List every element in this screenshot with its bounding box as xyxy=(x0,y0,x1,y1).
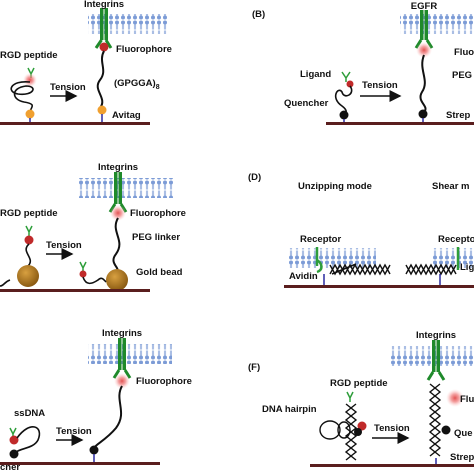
rgd-peptide-label-f: RGD peptide xyxy=(330,378,388,389)
fluorophore-glow xyxy=(23,73,37,87)
rgd-ligand-icon xyxy=(346,391,354,402)
surface xyxy=(284,285,474,288)
fluorophore-glow xyxy=(446,389,464,407)
panel-f-label: (F) xyxy=(248,362,260,373)
panel-b: (B) EGFR Fluo PEG Strep Ligand Quencher … xyxy=(252,1,474,125)
gpgga-linker xyxy=(96,50,105,109)
integrin-icon xyxy=(426,340,446,381)
surface xyxy=(0,289,150,292)
quencher-icon xyxy=(441,425,451,435)
surface xyxy=(0,462,160,465)
fluorophore-icon xyxy=(346,80,354,88)
fluorophore-icon xyxy=(9,435,19,445)
integrins-label: Integrins xyxy=(84,0,124,10)
dna-hairpin-label: DNA hairpin xyxy=(262,404,317,415)
cell-membrane xyxy=(432,248,474,268)
surface xyxy=(0,122,150,125)
quencher-label: Quencher xyxy=(284,98,329,109)
avitag-label: Avitag xyxy=(112,110,141,121)
shear-mode-label: Shear m xyxy=(432,181,470,192)
ligand-icon xyxy=(341,71,351,82)
panel-d: (D) Unzipping mode Shear m Receptor Avid… xyxy=(248,172,474,288)
panel-f: (F) Integrins Flu Que Strep RGD peptide … xyxy=(248,330,474,467)
integrins-label: Integrins xyxy=(98,162,138,173)
receptor-icon xyxy=(315,247,323,274)
integrin-icon xyxy=(94,8,113,49)
quencher-icon xyxy=(89,445,99,455)
tension-label: Tension xyxy=(50,82,86,93)
receptor-label: Receptor xyxy=(300,234,341,245)
quencher-icon xyxy=(9,449,19,459)
fluorophore-glow xyxy=(416,42,432,58)
fluorophore-label: Fluorophore xyxy=(116,44,172,55)
cell-membrane xyxy=(78,178,174,198)
quencher-icon xyxy=(339,110,349,120)
peg-label: PEG xyxy=(452,70,472,81)
peg-linker xyxy=(419,54,427,113)
ligand-label-cut: Lig xyxy=(460,262,474,273)
fluorophore-label-cut: Fluo xyxy=(454,47,474,58)
folded-linker xyxy=(10,81,34,113)
surface xyxy=(326,122,474,125)
fluorophore-icon xyxy=(99,42,109,52)
tension-label: Tension xyxy=(374,423,410,434)
peg-linker xyxy=(112,217,121,273)
ssdna-strand xyxy=(93,385,123,449)
strep-label: Strep xyxy=(450,452,474,463)
integrins-label: Integrins xyxy=(416,330,456,341)
tension-label: Tension xyxy=(46,240,82,251)
rgd-peptide-label-a: RGD peptide xyxy=(0,50,58,61)
egfr-label: EGFR xyxy=(411,1,438,12)
ligand-label: Ligand xyxy=(300,69,331,80)
gold-bead-icon xyxy=(106,269,128,291)
avitag-icon-folded xyxy=(25,109,35,119)
cell-membrane xyxy=(88,344,172,364)
quencher-label-cut: Que xyxy=(454,428,472,439)
gold-bead-icon xyxy=(17,265,39,287)
ssdna-label: ssDNA xyxy=(14,408,45,419)
panel-b-label: (B) xyxy=(252,9,265,20)
panel-a: Integrins Fluorophore (GPGGA)8 Avitag RG… xyxy=(0,0,172,125)
rgd-peptide-label-c: RGD peptide xyxy=(0,208,58,219)
tension-label: Tension xyxy=(362,80,398,91)
unzipping-mode-label: Unzipping mode xyxy=(298,181,372,192)
fluorophore-icon xyxy=(24,235,34,245)
panel-e: Integrins Fluorophore ssDNA cher Tension xyxy=(0,328,192,473)
fluorophore-icon xyxy=(357,421,367,431)
fluorophore-glow xyxy=(114,373,130,389)
panel-c: Integrins Fluorophore PEG linker Gold be… xyxy=(0,162,186,292)
surface xyxy=(310,464,474,467)
peg-linker-label: PEG linker xyxy=(132,232,180,243)
fluorophore-label: Fluorophore xyxy=(136,376,192,387)
cell-membrane xyxy=(400,14,474,34)
fluorophore-label: Fluorophore xyxy=(130,208,186,219)
receptor-label-cut: Recepto xyxy=(438,234,474,245)
quencher-icon xyxy=(354,428,362,436)
gpgga-label: (GPGGA)8 xyxy=(114,78,160,91)
cell-membrane xyxy=(288,248,376,268)
integrin-icon xyxy=(112,338,132,379)
dna-duplex xyxy=(329,263,391,276)
gold-bead-label: Gold bead xyxy=(136,267,183,278)
fluorophore-glow xyxy=(110,205,126,221)
avidin-label: Avidin xyxy=(289,271,318,282)
quencher-label-cut: cher xyxy=(0,462,20,473)
fluorophore-label-cut: Flu xyxy=(460,394,474,405)
rgd-ligand-icon xyxy=(25,225,33,236)
quencher-icon xyxy=(418,109,428,119)
avitag-icon xyxy=(97,105,107,115)
panel-d-label: (D) xyxy=(248,172,261,183)
tension-label: Tension xyxy=(56,426,92,437)
integrins-label: Integrins xyxy=(102,328,142,339)
strep-label: Strep xyxy=(446,110,470,121)
